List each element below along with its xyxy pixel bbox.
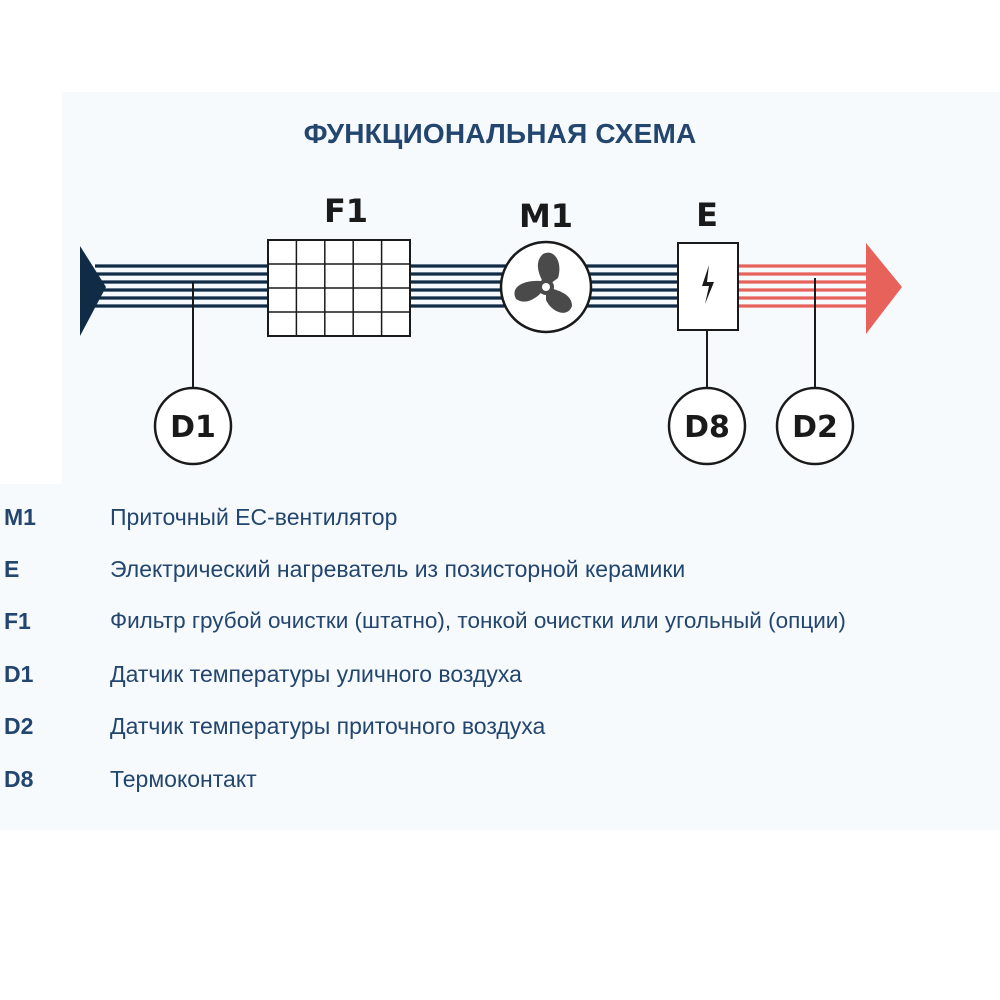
fan-m1 xyxy=(499,240,593,334)
sensor-d2-label: D2 xyxy=(792,410,838,445)
sensor-d1 xyxy=(153,386,233,466)
legend-code: E xyxy=(4,556,20,582)
legend-code: D2 xyxy=(4,713,34,739)
legend-text: Электрический нагреватель из позисторной… xyxy=(110,556,686,582)
legend-text: Термоконтакт xyxy=(110,766,257,792)
legend-item: D1 Датчик температуры уличного воздуха xyxy=(0,661,1000,691)
hot-air-duct xyxy=(730,264,878,308)
legend-item: D8 Термоконтакт xyxy=(0,766,1000,796)
legend-code: F1 xyxy=(4,608,31,634)
legend-item: E Электрический нагреватель из позисторн… xyxy=(0,556,1000,586)
heater-e xyxy=(677,242,739,331)
heater-label: E xyxy=(696,196,718,234)
filter-f1 xyxy=(267,239,411,337)
legend-item: D2 Датчик температуры приточного воздуха xyxy=(0,713,1000,743)
legend-text: Фильтр грубой очистки (штатно), тонкой о… xyxy=(110,608,846,633)
diagram-title: ФУНКЦИОНАЛЬНАЯ СХЕМА xyxy=(303,118,697,149)
fan-label: M1 xyxy=(519,197,573,235)
sensor-d2 xyxy=(775,386,855,466)
legend-text: Датчик температуры уличного воздуха xyxy=(110,661,522,687)
air-inlet-arrow-icon xyxy=(80,246,106,336)
legend-text: Приточный ЕС-вентилятор xyxy=(110,504,398,530)
legend-code: D8 xyxy=(4,766,34,792)
lightning-icon xyxy=(702,265,714,304)
sensor-d8-label: D8 xyxy=(684,410,730,445)
air-outlet-arrow-icon xyxy=(866,243,902,334)
legend-item: M1 Приточный ЕС-вентилятор xyxy=(0,504,1000,534)
filter-label: F1 xyxy=(324,192,368,230)
legend-code: D1 xyxy=(4,661,34,687)
fan-icon xyxy=(514,252,572,313)
legend-code: M1 xyxy=(4,504,36,530)
legend-item: F1 Фильтр грубой очистки (штатно), тонко… xyxy=(0,608,1000,638)
legend-text: Датчик температуры приточного воздуха xyxy=(110,713,546,739)
sensor-d8 xyxy=(667,386,747,466)
sensor-d1-label: D1 xyxy=(170,410,216,445)
legend-panel xyxy=(0,484,1000,830)
